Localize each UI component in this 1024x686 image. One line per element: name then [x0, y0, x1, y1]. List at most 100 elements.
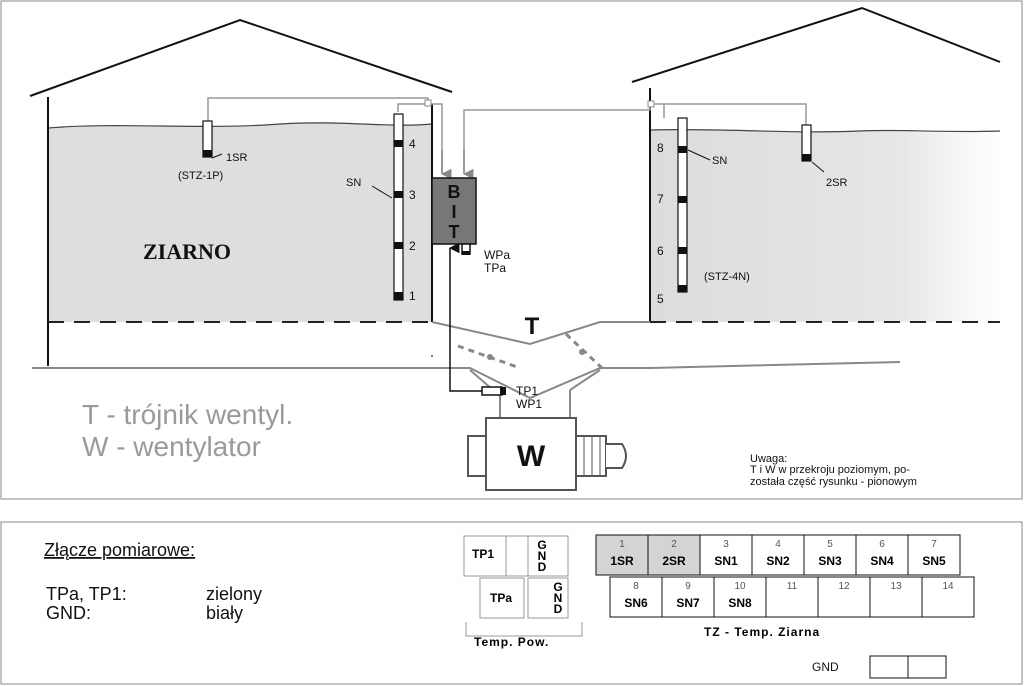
label-1sr: 1SR: [226, 152, 247, 164]
tz-cell-9-label: SN7: [676, 596, 700, 610]
tz-row-1: 1 1SR 2 2SR 3 SN1 4 SN2 5 SN3 6 SN4: [595, 534, 961, 576]
tz-cell-10: 10 SN8: [713, 576, 767, 618]
tz-cell-10-num: 10: [734, 581, 746, 592]
gnd-top-g: G: [537, 538, 546, 552]
tz-cell-13-num: 13: [890, 581, 902, 592]
tp1-label: TP1: [516, 384, 538, 398]
tz-cell-8-label: SN6: [624, 596, 648, 610]
tz-cell-14-num: 14: [942, 581, 954, 592]
fan-w: W: [467, 417, 627, 491]
legend-row2-name: GND:: [46, 603, 91, 623]
bottom-frame: [0, 521, 1023, 685]
sensor-1sr: [202, 120, 223, 159]
probe-num-1: 1: [409, 289, 416, 303]
note-title: Uwaga:: [750, 453, 787, 465]
label-sn-right: SN: [712, 155, 727, 167]
tz-cell-5-label: SN3: [818, 554, 842, 568]
wpa-label: WPa: [484, 248, 510, 262]
gnd-bottom-label: GND: [812, 660, 839, 674]
tz-cell-5: 5 SN3: [803, 534, 857, 576]
probe-num-4: 4: [409, 137, 416, 151]
tz-cell-4-num: 4: [775, 539, 781, 550]
tz-cell-1-num: 1: [619, 539, 625, 550]
probe-right: [677, 117, 711, 293]
gnd-bot-n: N: [554, 591, 563, 605]
probe-left: [371, 113, 404, 301]
tz-cell-3-num: 3: [723, 539, 729, 550]
legend-row1-color: zielony: [206, 584, 262, 604]
legend-fan: W - wentylator: [82, 431, 261, 462]
bit-letter-i: I: [451, 202, 456, 222]
temp-pow-connector: [463, 535, 583, 637]
legend-row2-color: biały: [206, 603, 243, 623]
temp-pow-label: Temp. Pow.: [474, 635, 549, 649]
tz-cell-6-num: 6: [879, 539, 885, 550]
tz-cell-14: 14: [921, 576, 975, 618]
note-line-1: T i W w przekroju poziomym, po-: [750, 464, 910, 476]
wp1-label: WP1: [516, 397, 542, 411]
tz-cell-1: 1 1SR: [595, 534, 649, 576]
tz-cell-2: 2 2SR: [647, 534, 701, 576]
label-2sr: 2SR: [826, 177, 847, 189]
fan-letter: W: [517, 440, 546, 473]
tz-cell-12-num: 12: [838, 581, 850, 592]
tz-cell-9: 9 SN7: [661, 576, 715, 618]
tz-cell-1-label: 1SR: [610, 554, 634, 568]
tp1-pin-label: TP1: [472, 547, 494, 561]
legend-tee: T - trójnik wentyl.: [82, 399, 293, 430]
cable-joint-right: [647, 100, 655, 108]
top-frame: [0, 0, 1023, 500]
sensor-2sr: [801, 124, 825, 173]
label-sn-left: SN: [346, 177, 361, 189]
label-stz-4n: (STZ-4N): [704, 271, 750, 283]
gnd-top-d: D: [538, 560, 547, 574]
cable-joint-left: [424, 99, 432, 107]
tz-cell-6: 6 SN4: [855, 534, 909, 576]
probe-num-3: 3: [409, 188, 416, 202]
bit-box: B I T: [431, 177, 477, 255]
bit-letter-b: B: [448, 182, 461, 202]
tz-cell-12: 12: [817, 576, 871, 618]
tz-cell-13: 13: [869, 576, 923, 618]
tz-cell-5-num: 5: [827, 539, 833, 550]
tz-cell-11-num: 11: [787, 581, 798, 592]
tz-cell-10-label: SN8: [728, 596, 752, 610]
probe-num-7: 7: [657, 192, 664, 206]
legend-row1-name: TPa, TP1:: [46, 584, 127, 604]
probe-num-5: 5: [657, 292, 664, 306]
gnd-pin-1: [869, 655, 909, 679]
tp1-sensor-tip: [500, 387, 506, 395]
label-ziarno: ZIARNO: [143, 239, 231, 264]
tz-cell-7-num: 7: [931, 539, 937, 550]
tz-cell-8: 8 SN6: [609, 576, 663, 618]
gnd-bot-d: D: [554, 602, 563, 616]
left-silo: [29, 18, 453, 366]
tz-row-2: 8 SN6 9 SN7 10 SN8 11 12 13 14: [609, 576, 975, 618]
tz-cell-3: 3 SN1: [699, 534, 753, 576]
probe-num-8: 8: [657, 141, 664, 155]
tz-cell-4-label: SN2: [766, 554, 790, 568]
tz-cell-2-num: 2: [671, 539, 677, 550]
note-line-2: została część rysunku - pionowym: [750, 476, 917, 488]
probe-num-6: 6: [657, 244, 664, 258]
tp1-cable: [448, 242, 484, 392]
probe-num-2: 2: [409, 239, 416, 253]
gnd-pin-2: [907, 655, 947, 679]
gnd-bot-g: G: [553, 580, 562, 594]
bit-letter-t: T: [449, 222, 460, 242]
tz-cell-3-label: SN1: [714, 554, 738, 568]
tz-cell-7: 7 SN5: [907, 534, 961, 576]
tz-cell-6-label: SN4: [870, 554, 894, 568]
tz-cell-9-num: 9: [685, 581, 691, 592]
tz-cell-11: 11: [765, 576, 819, 618]
tpa-label: TPa: [484, 261, 506, 275]
tp1-sensor: [481, 386, 503, 396]
tz-cell-4: 4 SN2: [751, 534, 805, 576]
tz-cell-8-num: 8: [633, 581, 639, 592]
label-stz-1p: (STZ-1P): [178, 170, 223, 182]
duct: [32, 321, 901, 418]
right-silo: [631, 6, 1001, 323]
tz-label: TZ - Temp. Ziarna: [704, 625, 820, 639]
